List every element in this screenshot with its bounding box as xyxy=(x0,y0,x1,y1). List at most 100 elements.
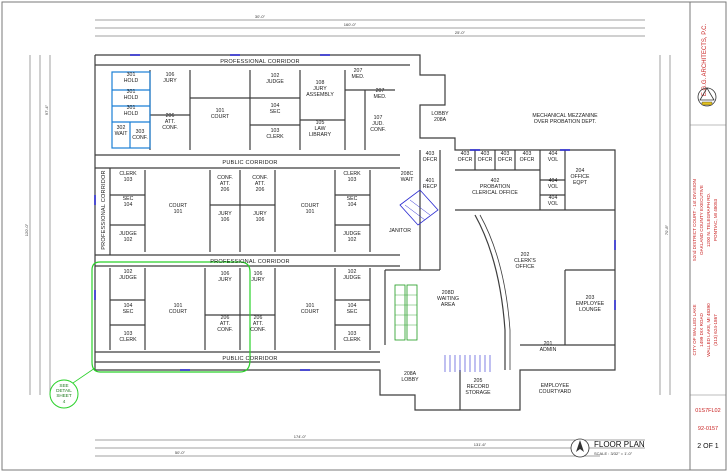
room-label-text: SEC xyxy=(347,196,358,202)
room-label-text: COURT xyxy=(169,309,188,315)
corridor-prof-top: PROFESSIONAL CORRIDOR xyxy=(220,59,300,65)
room-label-text: COURT xyxy=(169,203,188,209)
firm-name: E.G.G. ARCHITECTS, P.C. xyxy=(702,24,708,97)
room-label-text: 107 xyxy=(374,115,383,121)
corridor-prof-mid: PROFESSIONAL CORRIDOR xyxy=(210,259,290,265)
room-label-text: WAIT xyxy=(401,177,415,183)
room-label-text: JUDGE xyxy=(119,275,137,281)
title-block: E.G.G. ARCHITECTS, P.C. 52nd DISTRICT CO… xyxy=(690,24,726,450)
room-label-text: 106 xyxy=(221,217,230,223)
room-label-c2_conf: CONF.ATT.206 xyxy=(252,175,268,193)
detail-callout-line4: 4 xyxy=(63,399,66,404)
room-label-text: OFCR xyxy=(423,157,438,163)
room-label-text: 301 xyxy=(127,105,136,111)
room-label-text: 102 xyxy=(124,237,133,243)
diagonal-stair xyxy=(399,189,439,226)
room-label-text: 208D xyxy=(442,290,455,296)
room-label-text: 104 xyxy=(271,103,280,109)
room-label-text: 207 xyxy=(354,68,363,74)
room-label-text: COURT xyxy=(301,309,320,315)
corridor-prof-left: PROFESSIONAL CORRIDOR xyxy=(101,170,107,250)
detail-leader xyxy=(69,367,96,386)
room-label-text: SEC xyxy=(123,196,134,202)
room-label-text: 208A xyxy=(404,371,417,377)
contact-line: WALLED LAKE, MI 48390 xyxy=(706,303,711,357)
room-label-text: ADMIN xyxy=(540,347,557,353)
room-label-c1_conf: CONF.ATT.206 xyxy=(217,175,233,193)
dim-top-1: 30'-0" xyxy=(255,14,266,19)
window-marks xyxy=(94,54,616,371)
room-label-text: AREA xyxy=(441,302,456,308)
dim-bottom-3: 50'-0" xyxy=(175,450,186,455)
room-label-text: ATT. xyxy=(220,321,230,327)
room-label-text: ASSEMBLY xyxy=(306,92,334,98)
detail-callout-line2: DETAIL xyxy=(56,388,72,393)
room-label-text: ATT. xyxy=(165,119,175,125)
room-label-text: 103 xyxy=(124,331,133,337)
room-label-text: SEC xyxy=(347,309,358,315)
room-label-text: CLERK xyxy=(343,171,361,177)
room-label-text: 206 xyxy=(221,315,230,321)
holding-cells xyxy=(111,71,151,149)
room-label-text: 403 xyxy=(426,151,435,157)
room-label-text: 208C xyxy=(401,171,414,177)
room-label-text: CONF. xyxy=(217,175,233,181)
room-label-text: STORAGE xyxy=(465,390,491,396)
room-label-text: 403 xyxy=(501,151,510,157)
room-label-text: JURY xyxy=(253,211,267,217)
dim-bottom-2: 131'-6" xyxy=(474,442,487,447)
room-label-text: JURY xyxy=(251,277,265,283)
room-label-text: JURY xyxy=(313,86,327,92)
room-label-text: 108 xyxy=(316,80,325,86)
room-label-text: COURT xyxy=(301,203,320,209)
dim-top-3: 25'-0" xyxy=(455,30,466,35)
room-label-text: PROBATION xyxy=(480,184,510,190)
corridor-public-lower: PUBLIC CORRIDOR xyxy=(222,356,277,362)
room-label-text: 203 xyxy=(586,295,595,301)
room-label-text: ATT. xyxy=(255,181,265,187)
room-label-text: 204 xyxy=(576,168,585,174)
room-label-text: JURY xyxy=(163,78,177,84)
room-label-text: LAW xyxy=(314,126,325,132)
contact-line: 1499 DIX ROAD xyxy=(699,312,704,346)
contact-line: (313) 624-1867 xyxy=(713,314,718,346)
room-label-text: EMPLOYEE xyxy=(541,383,570,389)
room-label-text: 103 xyxy=(124,177,133,183)
room-label-text: CONF. xyxy=(370,127,386,133)
room-label-text: OFCR xyxy=(458,157,473,163)
room-label-text: 101 xyxy=(306,209,315,215)
room-label-text: JURY xyxy=(218,277,232,283)
corridor-public-upper: PUBLIC CORRIDOR xyxy=(222,160,277,166)
room-label-text: CONF. xyxy=(252,175,268,181)
room-label-text: MECHANICAL MEZZANINE xyxy=(532,113,598,119)
room-label-text: LOBBY xyxy=(431,111,449,117)
room-label-text: 403 xyxy=(523,151,532,157)
